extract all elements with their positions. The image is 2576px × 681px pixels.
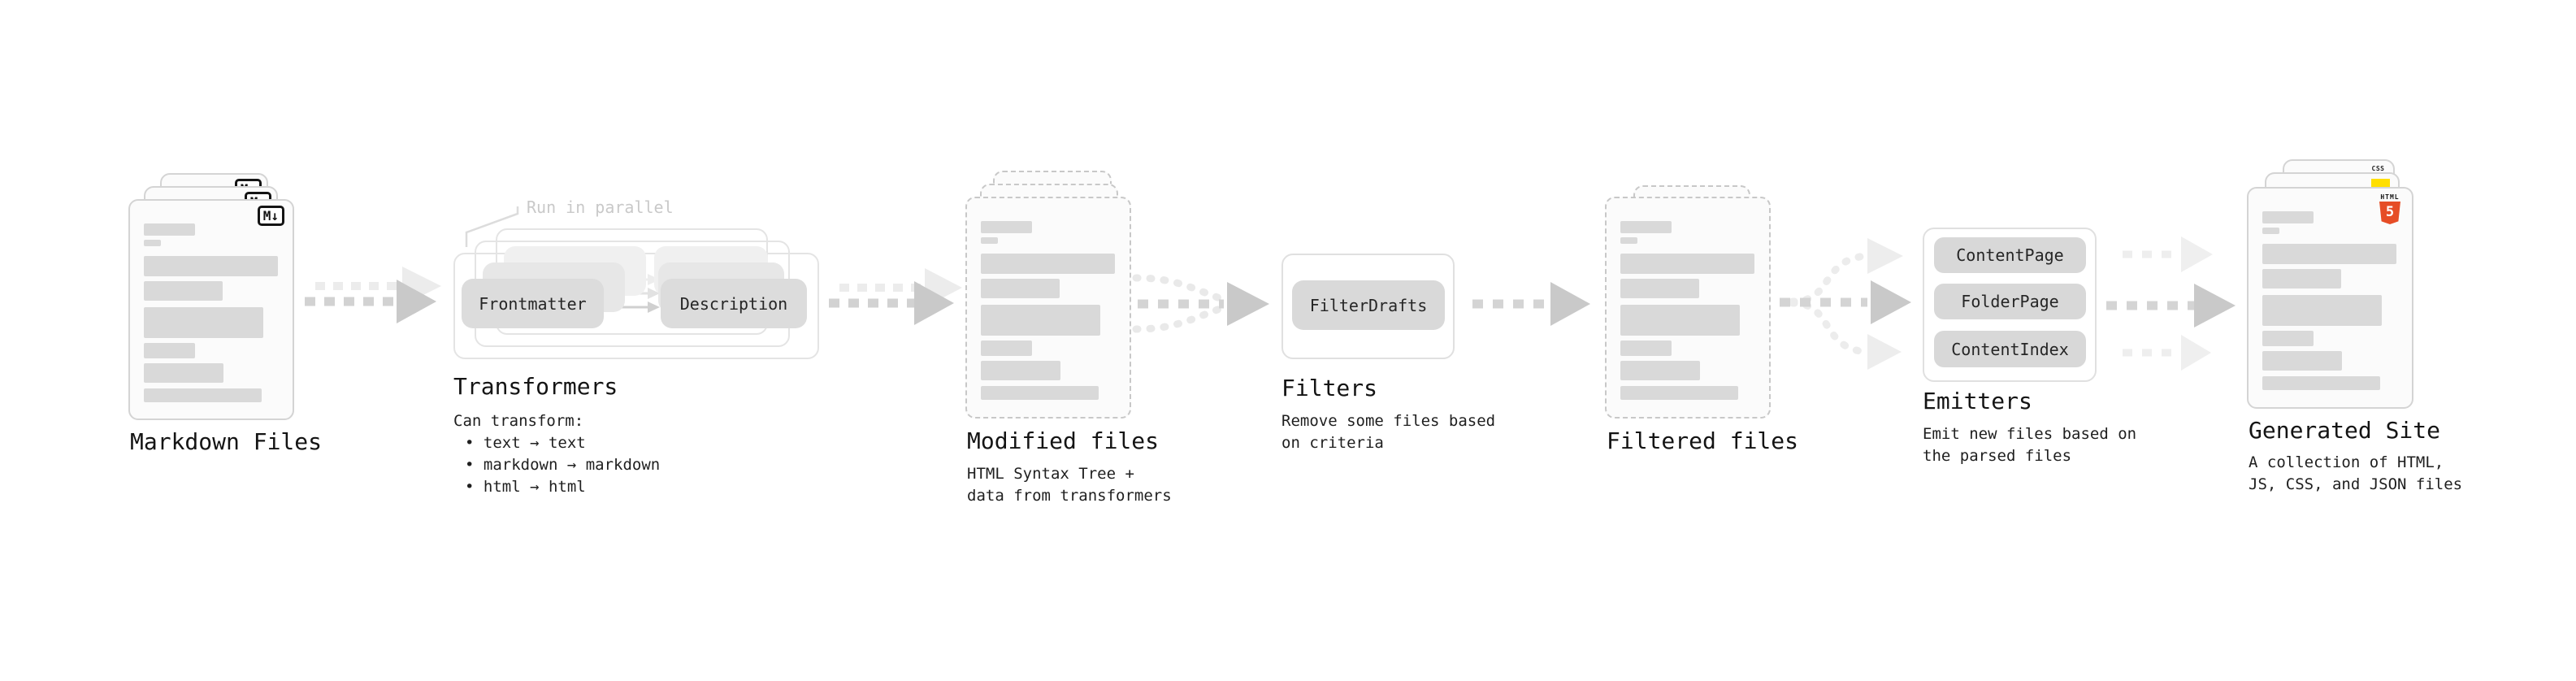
placeholder-bar [1620, 340, 1672, 356]
stage-description-transformers: Can transform: • text → text • markdown … [453, 410, 660, 498]
placeholder-bar [981, 361, 1060, 380]
desc-line: data from transformers [967, 487, 1172, 505]
placeholder-bar [2262, 244, 2396, 264]
placeholder-bar [981, 221, 1032, 233]
placeholder-bar [2262, 211, 2314, 223]
desc-line: JS, CSS, and JSON files [2249, 475, 2463, 493]
placeholder-bar [144, 281, 223, 301]
placeholder-bar [2262, 295, 2382, 326]
emitter-pill-contentpage: ContentPage [1934, 237, 2086, 273]
placeholder-bar [144, 240, 161, 246]
stage-title-filtered-files: Filtered files [1607, 427, 1799, 454]
emitter-pill-contentindex: ContentIndex [1934, 331, 2086, 367]
placeholder-bar [2262, 228, 2279, 234]
markdown-file-card: M↓ [128, 199, 294, 420]
placeholder-bar [1620, 305, 1740, 336]
desc-line: Remove some files based [1281, 412, 1496, 430]
run-in-parallel-annotation: Run in parallel [527, 197, 674, 217]
placeholder-bar [144, 223, 195, 236]
description-pill: Description [661, 279, 807, 328]
arrow-filtered-to-emitters [1780, 238, 1911, 370]
placeholder-bar [981, 386, 1099, 400]
doc-content-placeholder [1607, 221, 1769, 400]
stage-description-modified-files: HTML Syntax Tree + data from transformer… [967, 463, 1172, 507]
desc-line: HTML Syntax Tree + [967, 465, 1134, 483]
stage-description-filters: Remove some files based on criteria [1281, 410, 1495, 454]
placeholder-bar [981, 340, 1032, 356]
stage-title-emitters: Emitters [1923, 388, 2032, 414]
placeholder-bar [144, 343, 195, 358]
emitter-pill-folderpage: FolderPage [1934, 284, 2086, 319]
placeholder-bar [1620, 361, 1700, 380]
placeholder-bar [1620, 237, 1637, 244]
doc-content-placeholder [2249, 211, 2412, 390]
frontmatter-pill: Frontmatter [462, 279, 604, 328]
filtered-file-card [1605, 197, 1771, 419]
html5-logo-icon: HTML 5 [2378, 193, 2402, 224]
placeholder-bar [2262, 269, 2341, 288]
placeholder-bar [1620, 279, 1699, 298]
arrow-modified-to-filters [1132, 274, 1269, 333]
desc-line: A collection of HTML, [2249, 453, 2444, 471]
stage-description-generated-site: A collection of HTML, JS, CSS, and JSON … [2249, 452, 2462, 496]
placeholder-bar [144, 363, 223, 383]
arrow-emitters-to-generated [2106, 236, 2236, 371]
placeholder-bar [144, 388, 262, 402]
stage-description-emitters: Emit new files based on the parsed files [1923, 423, 2136, 467]
desc-line: Can transform: [453, 412, 584, 430]
stage-title-generated-site: Generated Site [2249, 417, 2441, 444]
markdown-logo-icon: M↓ [257, 206, 284, 226]
placeholder-bar [144, 307, 263, 338]
generated-html-file-card: HTML 5 [2247, 187, 2413, 409]
doc-content-placeholder [130, 223, 293, 402]
placeholder-bar [981, 279, 1060, 298]
placeholder-bar [1620, 254, 1754, 274]
desc-line: Emit new files based on [1923, 425, 2137, 443]
arrow-transformers-to-modified [829, 268, 962, 325]
desc-line: the parsed files [1923, 447, 2072, 465]
placeholder-bar [981, 305, 1100, 336]
stage-title-transformers: Transformers [453, 373, 618, 400]
run-in-parallel-connector-line [465, 206, 519, 247]
placeholder-bar [2262, 351, 2342, 371]
stage-title-markdown-files: Markdown Files [130, 428, 323, 455]
placeholder-bar [1620, 386, 1738, 400]
stage-title-modified-files: Modified files [967, 427, 1160, 454]
desc-line: on criteria [1281, 434, 1384, 452]
arrow-filters-to-filtered [1472, 282, 1590, 326]
desc-bullet: • html → html [465, 478, 586, 496]
stage-title-filters: Filters [1281, 375, 1378, 401]
placeholder-bar [2262, 331, 2314, 346]
placeholder-bar [1620, 221, 1672, 233]
placeholder-bar [981, 254, 1115, 274]
desc-bullet: • markdown → markdown [465, 456, 661, 474]
placeholder-bar [981, 237, 998, 244]
desc-bullet: • text → text [465, 434, 586, 452]
doc-content-placeholder [967, 221, 1130, 400]
filter-drafts-pill: FilterDrafts [1292, 280, 1445, 330]
modified-file-card [965, 197, 1131, 419]
placeholder-bar [144, 256, 278, 276]
placeholder-bar [2262, 376, 2380, 390]
arrow-markdown-to-transformers [305, 267, 441, 323]
